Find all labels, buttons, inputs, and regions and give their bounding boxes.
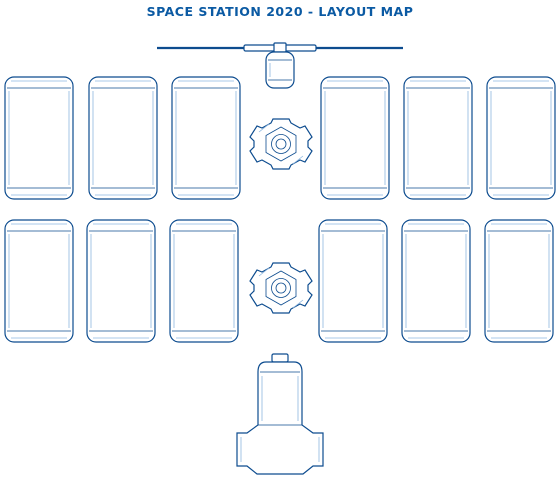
module-pod (86, 219, 156, 343)
module-pod (171, 76, 241, 200)
antenna-beam-icon (157, 42, 403, 53)
hexagonal-node-icon (249, 262, 313, 314)
module-pod (318, 219, 388, 343)
command-module-icon (236, 353, 324, 475)
module-pod (169, 219, 239, 343)
docking-hub-icon (265, 51, 295, 89)
module-pod (88, 76, 158, 200)
module-pod (484, 219, 554, 343)
map-title: SPACE STATION 2020 - LAYOUT MAP (146, 4, 414, 19)
module-pod (486, 76, 556, 200)
module-pod (403, 76, 473, 200)
module-pod (4, 219, 74, 343)
module-pod (401, 219, 471, 343)
module-pod (4, 76, 74, 200)
hexagonal-node-icon (249, 118, 313, 170)
module-pod (320, 76, 390, 200)
